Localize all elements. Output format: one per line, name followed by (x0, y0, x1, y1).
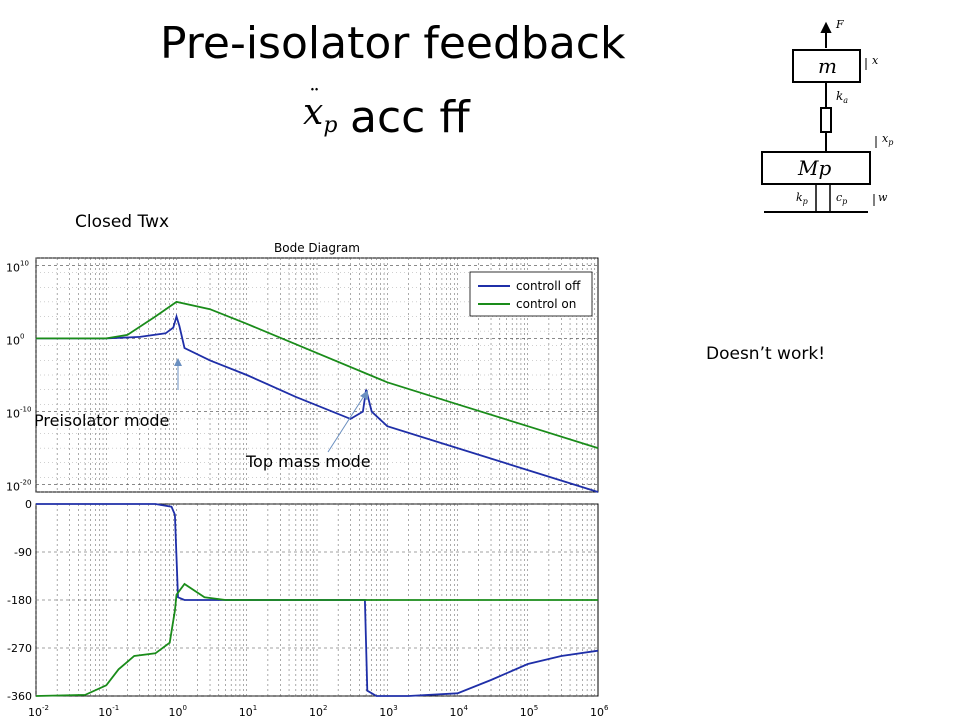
mag-series-control-on (36, 300, 599, 449)
phase-tick-label: -90 (14, 546, 32, 559)
annotation-arrow-2 (327, 395, 365, 453)
slide-title: Pre-isolator feedback (160, 18, 626, 69)
x-tick-label: 100 (169, 704, 187, 719)
legend-box (469, 271, 593, 317)
mag-tick-label: 10-10 (6, 406, 31, 421)
double-dot-mark: ¨ (309, 86, 320, 111)
x-tick-label: 101 (239, 704, 257, 719)
phase-tick-label: -270 (7, 642, 32, 655)
x-tick-label: 106 (590, 704, 609, 719)
phase-series-control-on (35, 582, 598, 697)
legend-label: controll off (516, 279, 581, 293)
mag-tick-label: 1010 (6, 259, 29, 274)
phase-tick-label: 0 (25, 498, 32, 511)
x-tick-label: 102 (309, 704, 327, 719)
chart-title: Bode Diagram (274, 241, 360, 255)
mag-tick-label: 10-20 (6, 479, 31, 494)
closed-label: Closed Twx (75, 212, 170, 232)
mag-series-controll-off (36, 313, 599, 493)
x-tick-label: 105 (520, 704, 538, 719)
note-text: Doesn’t work! (706, 344, 826, 364)
phase-tick-label: -180 (7, 594, 32, 607)
xpddot-symbol: ¨ xp (303, 86, 338, 139)
annotation-arrowhead-1 (174, 358, 182, 366)
legend-label: control on (516, 297, 576, 311)
x-symbol-sub: p (323, 113, 338, 139)
phase-tick-label: -360 (7, 690, 32, 703)
annotation-preisolator-mode: Preisolator mode (34, 411, 169, 430)
x-tick-label: 104 (450, 704, 469, 719)
x-tick-label: 103 (379, 704, 397, 719)
mag-tick-label: 100 (6, 332, 24, 347)
annotation-arrowhead-2 (360, 390, 368, 400)
slide-subtitle: acc ff (350, 92, 470, 143)
x-tick-label: 10-2 (28, 704, 49, 719)
x-tick-label: 10-1 (98, 704, 119, 719)
annotation-top-mass-mode: Top mass mode (245, 452, 371, 471)
x-symbol: x (303, 92, 324, 133)
